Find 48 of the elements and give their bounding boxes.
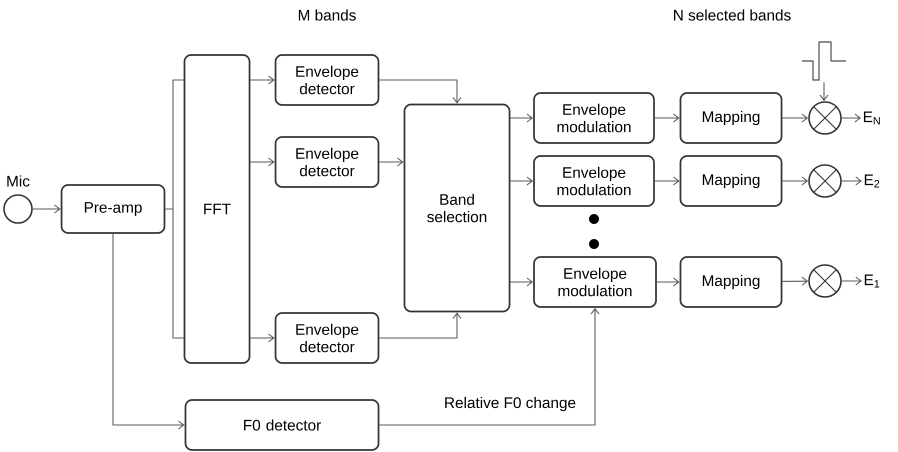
arrow (842, 176, 862, 186)
arrow (250, 158, 275, 166)
process-box: Pre-amp (60, 184, 166, 234)
arrow (250, 334, 275, 342)
arrow (510, 114, 534, 122)
output-label: E$_{2}$ (864, 174, 880, 188)
arrow (782, 114, 808, 122)
output-label: E$_{N}$ (864, 112, 880, 124)
process-box: Envelope modulation (533, 256, 657, 308)
process-box: Mapping (680, 155, 782, 207)
arrow (379, 158, 404, 166)
process-box: Envelope modulation (533, 155, 655, 207)
arrow (379, 79, 462, 104)
arrow (782, 176, 808, 186)
process-box: Envelope detector (274, 54, 380, 106)
process-box: FFT (184, 54, 250, 364)
arrow (379, 308, 600, 426)
arrow (510, 176, 534, 186)
heading-label: N selected bands (674, 9, 791, 21)
arrow (820, 82, 828, 102)
arrow (842, 276, 862, 286)
process-box: Mapping (680, 256, 782, 308)
arrow (250, 76, 275, 84)
microphone-circle (3, 194, 33, 224)
process-box: Mapping (680, 92, 782, 144)
arrow (379, 312, 462, 339)
pulse-waveform-drawing (802, 41, 846, 81)
arrow (654, 176, 680, 186)
process-box: Envelope detector (274, 312, 380, 364)
process-box: F0 detector (184, 399, 380, 451)
arrow (32, 204, 61, 214)
heading-label: M bands (298, 9, 356, 21)
arrow (112, 234, 185, 430)
multiplier-symbol (808, 101, 842, 135)
process-box: Band selection (404, 104, 510, 312)
multiplier-symbol (808, 164, 842, 198)
process-box: Envelope modulation (533, 92, 655, 144)
arrow (164, 79, 184, 339)
multiplier-symbol (808, 264, 842, 298)
arrow (656, 278, 680, 286)
arrow (842, 114, 862, 122)
process-box: Envelope detector (274, 136, 380, 188)
arrow (510, 278, 534, 286)
output-label: E$_{1}$ (864, 274, 880, 288)
edge-label: Relative F0 change (442, 396, 578, 412)
node-label: Mic (7, 175, 30, 187)
arrow (782, 276, 808, 286)
arrow (654, 114, 680, 122)
